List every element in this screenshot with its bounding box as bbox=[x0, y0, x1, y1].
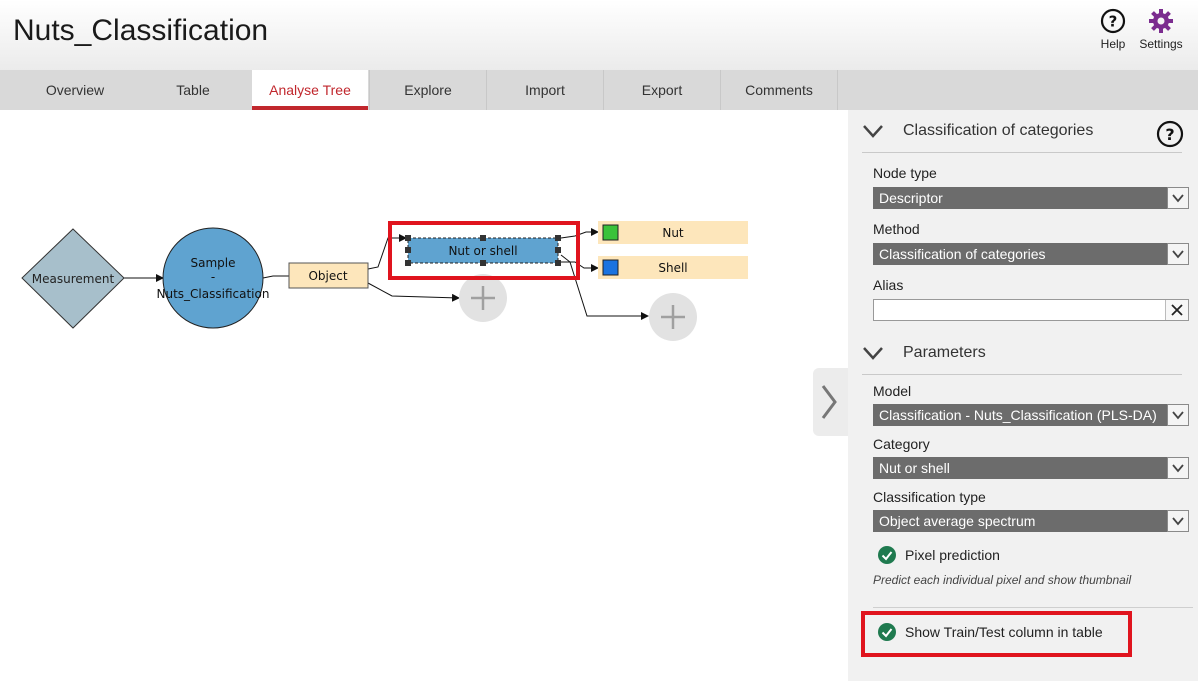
alias-input[interactable] bbox=[873, 299, 1189, 321]
sample-label-line3: Nuts_Classification bbox=[157, 287, 270, 301]
app-title: Nuts_Classification bbox=[13, 14, 269, 47]
nut-label: Nut bbox=[662, 226, 684, 240]
settings-button[interactable]: Settings bbox=[1136, 8, 1186, 51]
show-train-test-toggle[interactable]: Show Train/Test column in table bbox=[878, 623, 1103, 645]
tab-overview[interactable]: Overview bbox=[45, 82, 105, 98]
analyse-tree-canvas: Measurement Sample - Nuts_Classification… bbox=[0, 110, 848, 681]
pixel-prediction-hint: Predict each individual pixel and show t… bbox=[873, 573, 1132, 587]
object-label: Object bbox=[308, 269, 347, 283]
chevron-down-icon bbox=[1167, 510, 1189, 532]
classification-type-value: Object average spectrum bbox=[879, 513, 1036, 529]
settings-label: Settings bbox=[1139, 37, 1183, 51]
close-icon bbox=[1171, 304, 1183, 316]
method-value: Classification of categories bbox=[879, 246, 1046, 262]
shell-label: Shell bbox=[658, 261, 687, 275]
section-title-classification: Classification of categories bbox=[903, 122, 1094, 139]
highlight-box bbox=[388, 221, 580, 280]
check-circle-icon bbox=[878, 623, 896, 641]
gear-icon bbox=[1149, 9, 1173, 33]
check-circle-icon bbox=[878, 546, 896, 564]
descriptor-node[interactable]: Nut or shell bbox=[405, 235, 561, 266]
help-button[interactable]: ? Help bbox=[1096, 8, 1130, 51]
model-value: Classification - Nuts_Classification (PL… bbox=[879, 407, 1157, 423]
shell-color-swatch bbox=[602, 259, 619, 276]
pixel-prediction-toggle[interactable]: Pixel prediction bbox=[878, 546, 1000, 568]
help-icon[interactable]: ? bbox=[1156, 120, 1184, 148]
tab-explore[interactable]: Explore bbox=[369, 70, 486, 110]
show-train-test-label: Show Train/Test column in table bbox=[905, 624, 1103, 640]
category-node-nut[interactable]: Nut bbox=[598, 221, 748, 244]
app-header: Nuts_Classification ? Help Settings bbox=[0, 0, 1198, 70]
svg-text:?: ? bbox=[1165, 125, 1174, 144]
clear-alias-button[interactable] bbox=[1165, 300, 1188, 320]
chevron-down-icon bbox=[1167, 404, 1189, 426]
chevron-down-icon bbox=[1167, 457, 1189, 479]
chevron-down-icon bbox=[863, 125, 883, 138]
selection-handles[interactable] bbox=[405, 235, 561, 266]
category-label: Category bbox=[873, 436, 930, 452]
model-select[interactable]: Classification - Nuts_Classification (PL… bbox=[873, 404, 1189, 426]
tab-analyse-tree[interactable]: Analyse Tree bbox=[252, 70, 368, 110]
category-node-shell[interactable]: Shell bbox=[598, 256, 748, 279]
tab-export[interactable]: Export bbox=[603, 70, 720, 110]
category-value: Nut or shell bbox=[879, 460, 950, 476]
object-node[interactable]: Object bbox=[288, 262, 369, 289]
chevron-right-icon bbox=[821, 385, 837, 419]
highlight-box bbox=[861, 611, 1132, 657]
measurement-label: Measurement bbox=[32, 272, 115, 286]
method-label: Method bbox=[873, 221, 920, 237]
sample-label-line2: - bbox=[211, 270, 215, 284]
alias-label: Alias bbox=[873, 277, 904, 293]
help-icon: ? bbox=[1100, 8, 1126, 34]
tab-divider bbox=[837, 70, 838, 110]
tab-table[interactable]: Table bbox=[176, 82, 210, 98]
svg-text:?: ? bbox=[1109, 13, 1118, 31]
node-type-value: Descriptor bbox=[879, 190, 943, 206]
method-select[interactable]: Classification of categories bbox=[873, 243, 1189, 265]
node-type-label: Node type bbox=[873, 165, 937, 181]
section-header-parameters[interactable]: Parameters bbox=[862, 334, 1182, 375]
pixel-prediction-label: Pixel prediction bbox=[905, 547, 1000, 563]
sample-node[interactable]: Sample - Nuts_Classification bbox=[157, 227, 270, 329]
tab-import[interactable]: Import bbox=[486, 70, 603, 110]
chevron-down-icon bbox=[863, 347, 883, 360]
chevron-down-icon bbox=[1167, 187, 1189, 209]
tab-comments[interactable]: Comments bbox=[720, 70, 837, 110]
section-header-classification[interactable]: Classification of categories ? bbox=[862, 112, 1184, 153]
tab-bar: Overview Table Analyse Tree Explore Impo… bbox=[0, 70, 1198, 110]
help-label: Help bbox=[1100, 37, 1126, 51]
collapse-panel-button[interactable] bbox=[813, 368, 848, 436]
nut-color-swatch bbox=[602, 224, 619, 241]
descriptor-label: Nut or shell bbox=[448, 244, 517, 258]
plus-icon bbox=[661, 305, 685, 329]
section-title-parameters: Parameters bbox=[903, 344, 986, 361]
add-node-button[interactable] bbox=[649, 293, 697, 341]
node-type-select[interactable]: Descriptor bbox=[873, 187, 1189, 209]
divider bbox=[873, 607, 1193, 608]
classification-type-label: Classification type bbox=[873, 489, 986, 505]
chevron-down-icon bbox=[1167, 243, 1189, 265]
tree-diagram: Measurement Sample - Nuts_Classification… bbox=[21, 221, 748, 341]
properties-panel: Classification of categories ? Node type… bbox=[848, 110, 1198, 681]
add-node-button[interactable] bbox=[459, 274, 507, 322]
sample-label-line1: Sample bbox=[191, 256, 236, 270]
plus-icon bbox=[471, 286, 495, 310]
model-label: Model bbox=[873, 383, 912, 399]
measurement-node[interactable]: Measurement bbox=[21, 228, 125, 329]
classification-type-select[interactable]: Object average spectrum bbox=[873, 510, 1189, 532]
category-select[interactable]: Nut or shell bbox=[873, 457, 1189, 479]
